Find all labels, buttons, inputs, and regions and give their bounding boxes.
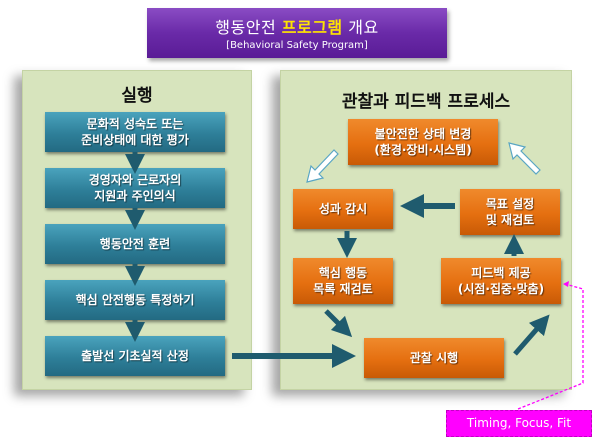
page-title: 행동안전 프로그램 개요 — [147, 14, 447, 38]
execution-heading: 실행 — [121, 86, 153, 106]
arrow-review-to-observation — [324, 309, 353, 338]
node-text: 및 재검토 — [485, 213, 535, 227]
title-suffix: 개요 — [342, 18, 379, 37]
hollow-arrow-condition-to-monitoring — [306, 149, 339, 183]
node-text: 목록 재검토 — [313, 282, 373, 296]
step-safety-training: 행동안전 훈련 — [45, 224, 225, 264]
node-monitoring: 성과 감시 — [293, 189, 393, 229]
timing-focus-fit-callout: Timing, Focus, Fit — [446, 410, 592, 437]
step-text: 행동안전 훈련 — [99, 237, 171, 251]
arrow-observation-to-feedback — [513, 314, 550, 356]
node-text: (시점·집중·맞춤) — [457, 282, 545, 296]
title-banner: 행동안전 프로그램 개요 [Behavioral Safety Program] — [147, 8, 447, 58]
step-text: 경영자와 근로자의 — [88, 173, 182, 187]
node-text: 피드백 제공 — [471, 266, 531, 280]
step-text: 준비상태에 대한 평가 — [81, 133, 189, 147]
node-feedback: 피드백 제공 (시점·집중·맞춤) — [441, 258, 561, 304]
node-text: 성과 감시 — [318, 202, 368, 216]
node-observation: 관찰 시행 — [364, 338, 504, 378]
feedback-process-heading: 관찰과 피드백 프로세스 — [341, 92, 511, 112]
node-text: (환경·장비·시스템) — [374, 143, 472, 157]
step-baseline: 출발선 기초실적 산정 — [45, 336, 225, 376]
title-prefix: 행동안전 — [215, 18, 282, 37]
hollow-arrow-goal-to-condition — [508, 142, 541, 175]
node-text: 핵심 행동 — [318, 266, 368, 280]
step-text: 문화적 성숙도 또는 — [86, 117, 184, 131]
step-text: 지원과 주인의식 — [94, 189, 176, 203]
node-text: 목표 설정 — [485, 197, 535, 211]
callout-connector — [517, 281, 584, 410]
step-identify-behaviors: 핵심 안전행동 특정하기 — [45, 280, 225, 320]
step-text: 핵심 안전행동 특정하기 — [75, 293, 195, 307]
page-subtitle: [Behavioral Safety Program] — [226, 40, 368, 51]
node-text: 관찰 시행 — [409, 351, 459, 365]
node-unsafe-condition: 불안전한 상태 변경 (환경·장비·시스템) — [348, 119, 498, 165]
node-text: 불안전한 상태 변경 — [374, 127, 472, 141]
step-text: 출발선 기초실적 산정 — [81, 349, 189, 363]
title-highlight: 프로그램 — [281, 18, 343, 37]
